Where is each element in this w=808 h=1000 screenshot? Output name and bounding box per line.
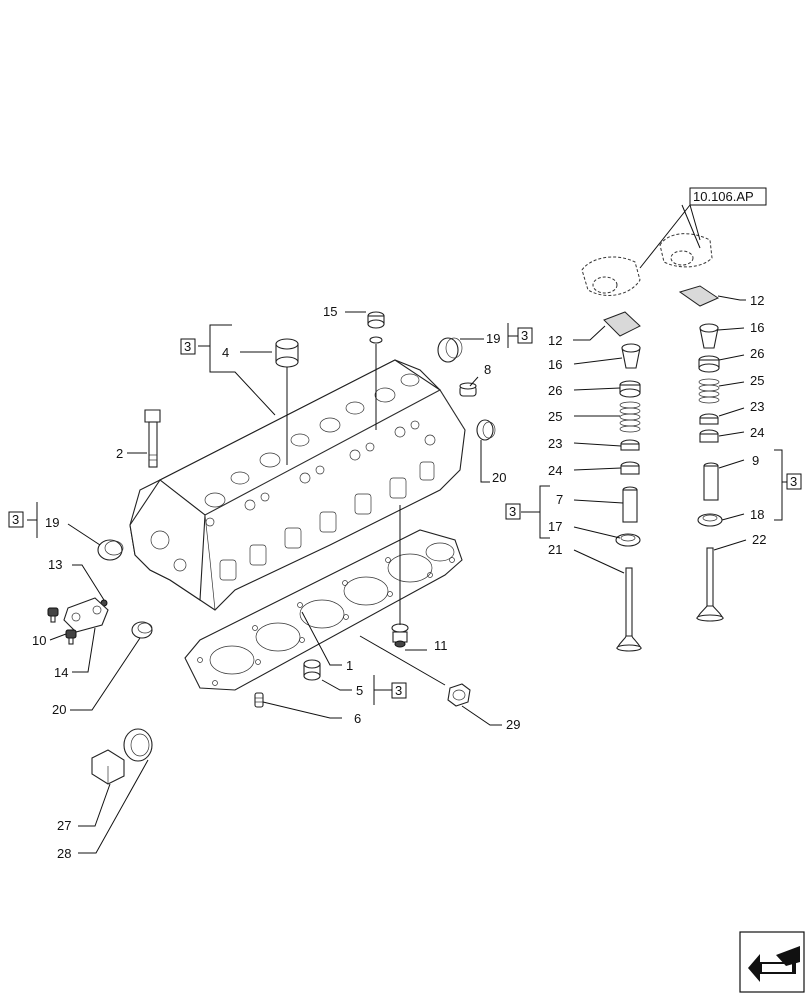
label-17: 17	[548, 519, 562, 534]
label-6: 6	[354, 711, 361, 726]
part-4-sleeve	[275, 338, 299, 368]
rocker-arm-ref-right	[659, 233, 713, 268]
label-27: 27	[57, 818, 71, 833]
part-number-labels: 15 4 19 8 20 2 19 13 10 14 20 1 11 5 6 2…	[32, 293, 766, 861]
right-valve-stack	[696, 323, 724, 622]
part-29-plug	[447, 683, 471, 707]
part-6-dowel	[254, 692, 264, 708]
label-19-left: 19	[45, 515, 59, 530]
part-28-seal-ring	[123, 728, 153, 762]
label-15: 15	[323, 304, 337, 319]
ref-box-3-valve-left[interactable]: 3	[505, 503, 521, 520]
label-7: 7	[556, 492, 563, 507]
label-26-left: 26	[548, 383, 562, 398]
cylinder-head	[129, 359, 466, 611]
label-4: 4	[222, 345, 229, 360]
ref-label-10-106-ap: 10.106.AP	[693, 189, 754, 204]
label-23-right: 23	[750, 399, 764, 414]
label-18: 18	[750, 507, 764, 522]
ref-box-3-cap-right[interactable]: 3	[517, 327, 533, 344]
label-28: 28	[57, 846, 71, 861]
label-11: 11	[434, 638, 448, 653]
label-5: 5	[356, 683, 363, 698]
svg-text:3: 3	[509, 504, 516, 519]
left-valve-stack	[615, 343, 642, 652]
part-10-screws	[47, 607, 77, 645]
ref-box-10-106-ap[interactable]: 10.106.AP	[689, 187, 767, 206]
ref-box-3-sleeve[interactable]: 3	[391, 682, 407, 699]
label-29: 29	[506, 717, 520, 732]
label-16-left: 16	[548, 357, 562, 372]
label-1: 1	[346, 658, 353, 673]
label-26-right: 26	[750, 346, 764, 361]
ref-box-3-cap-left[interactable]: 3	[8, 511, 24, 528]
label-20-left: 20	[52, 702, 66, 717]
svg-text:3: 3	[790, 474, 797, 489]
label-12-left: 12	[548, 333, 562, 348]
svg-text:3: 3	[12, 512, 19, 527]
label-22: 22	[752, 532, 766, 547]
part-5-sleeve	[303, 659, 321, 681]
part-8-dowel	[459, 382, 477, 397]
label-21: 21	[548, 542, 562, 557]
next-page-arrow-icon[interactable]	[739, 931, 805, 993]
label-24-right: 24	[750, 425, 764, 440]
part-2-bolt	[144, 409, 161, 468]
part-19-cap-left	[97, 539, 124, 561]
part-20-cap-left	[131, 621, 153, 639]
label-25-right: 25	[750, 373, 764, 388]
label-16-right: 16	[750, 320, 764, 335]
part-11-plug	[391, 623, 409, 648]
label-2: 2	[116, 446, 123, 461]
svg-text:3: 3	[184, 339, 191, 354]
part-12-bridge-right	[678, 285, 720, 307]
head-gasket	[184, 529, 463, 691]
label-10: 10	[32, 633, 46, 648]
svg-text:3: 3	[521, 328, 528, 343]
label-9: 9	[752, 453, 759, 468]
label-24-left: 24	[548, 463, 562, 478]
label-23-left: 23	[548, 436, 562, 451]
label-25-left: 25	[548, 409, 562, 424]
svg-text:3: 3	[395, 683, 402, 698]
part-15-plug	[367, 311, 385, 344]
part-27-plug	[91, 749, 125, 785]
label-13: 13	[48, 557, 62, 572]
part-19-cap-right	[437, 337, 463, 363]
part-14-cover	[63, 597, 109, 633]
label-19-right: 19	[486, 331, 500, 346]
leader-lines	[27, 187, 787, 854]
ref-box-3-head[interactable]: 3	[180, 338, 196, 355]
rocker-arm-ref-left	[581, 256, 641, 296]
part-20-cap-right	[476, 419, 496, 441]
label-8: 8	[484, 362, 491, 377]
label-12-right: 12	[750, 293, 764, 308]
ref-box-3-valve-right[interactable]: 3	[786, 473, 802, 490]
label-20-right: 20	[492, 470, 506, 485]
label-14: 14	[54, 665, 68, 680]
part-12-bridge-left	[603, 311, 641, 337]
